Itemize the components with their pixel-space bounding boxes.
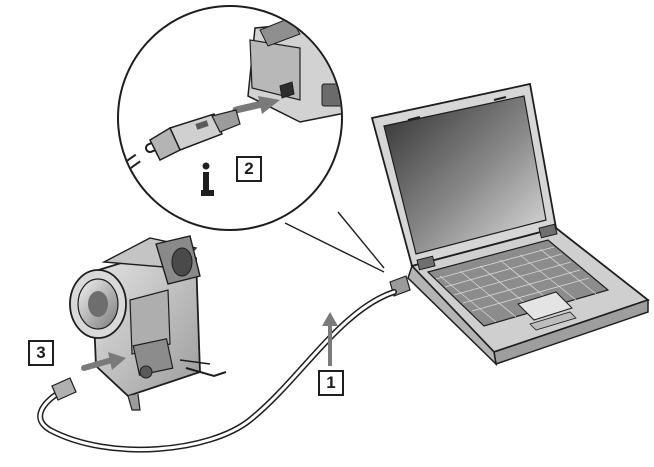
callout-label-2: 2	[236, 156, 262, 182]
magnifier-leader-lines	[284, 211, 385, 273]
ilink-port-icon	[201, 162, 214, 196]
magnifier-circle	[117, 5, 343, 231]
callout-label-3: 3	[28, 340, 54, 366]
insert-arrow	[232, 96, 280, 114]
callout-label-1: 1	[318, 370, 344, 396]
camcorder	[69, 235, 227, 411]
laptop-computer	[370, 82, 650, 367]
cable-plug-closeup	[119, 109, 241, 199]
callout-1-pointer	[322, 312, 338, 366]
